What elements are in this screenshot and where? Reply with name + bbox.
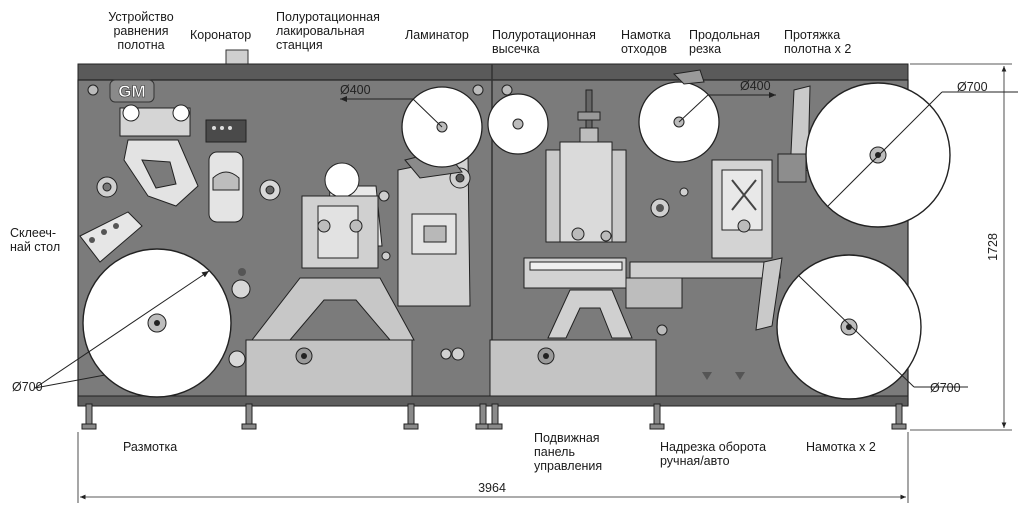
laminator-unit — [397, 149, 471, 307]
rewind-roll-top — [805, 82, 1018, 228]
diameter-rewind-top: Ø700 — [957, 80, 988, 94]
label-slitting: Продольная резка — [689, 28, 761, 56]
label-control-panel: Подвижная панель управления — [534, 431, 603, 473]
slitting-unit — [625, 159, 781, 336]
guide-roller — [440, 348, 452, 360]
die-cut-unit — [487, 89, 657, 397]
guide-roller — [451, 347, 465, 361]
control-box-led — [212, 126, 216, 130]
dimension-height — [910, 63, 1012, 431]
label-unwind: Размотка — [123, 440, 178, 454]
label-corona: Коронатор — [190, 28, 252, 42]
dimension-width-label: 3964 — [478, 481, 506, 495]
guide-roller — [231, 279, 251, 299]
roller-small-core — [102, 182, 112, 192]
waste-rewind-roll — [638, 69, 776, 163]
guide-roller — [656, 204, 664, 212]
diameter-laminator: Ø400 — [340, 83, 371, 97]
guide-roller — [228, 350, 246, 368]
label-waste-rewind: Намотка отходов — [621, 28, 671, 56]
label-notch: Надрезка оборота ручная/авто — [660, 440, 767, 468]
label-die-cut: Полуротационная высечка — [492, 28, 596, 56]
label-web-pull: Протяжка полотна x 2 — [784, 28, 852, 56]
frame-hole — [87, 84, 99, 96]
corona-unit — [208, 151, 281, 223]
splice-table — [79, 211, 143, 263]
dimension-width — [77, 432, 909, 503]
rewind-arm — [755, 257, 783, 331]
guide-roller — [679, 187, 689, 197]
control-box — [205, 119, 247, 143]
diameter-unwind: Ø700 — [12, 380, 43, 394]
label-web-guide: Устройство равнения полотна — [108, 10, 174, 52]
laminator-roll — [340, 86, 483, 168]
control-box-led — [220, 126, 224, 130]
guide-roller — [381, 251, 391, 261]
label-laminator: Ламинатор — [405, 28, 469, 42]
frame-hole — [501, 84, 513, 96]
machine-legs — [81, 403, 907, 430]
top-rail — [77, 63, 909, 83]
label-varnish-station: Полуротационная лакировальная станция — [276, 10, 380, 52]
rewind-roll-bottom — [776, 254, 968, 400]
gm-logo-text: GM — [118, 82, 145, 101]
dimension-height-label: 1728 — [986, 233, 1000, 261]
control-box-led — [228, 126, 232, 130]
guide-roller — [238, 268, 246, 276]
varnish-station — [245, 162, 415, 397]
label-rewind: Намотка x 2 — [806, 440, 876, 454]
web-guide-unit — [119, 104, 199, 207]
unwind-roll — [34, 248, 232, 398]
diameter-rewind-bottom: Ø700 — [930, 381, 961, 395]
notch-marker — [702, 372, 712, 380]
label-splice-table: Склееч- най стол — [10, 226, 61, 254]
notch-marker — [735, 372, 745, 380]
web-pull-block — [777, 153, 807, 183]
frame-hole — [472, 84, 484, 96]
gm-logo: GM — [109, 79, 155, 103]
diameter-waste: Ø400 — [740, 79, 771, 93]
guide-roller — [378, 190, 390, 202]
